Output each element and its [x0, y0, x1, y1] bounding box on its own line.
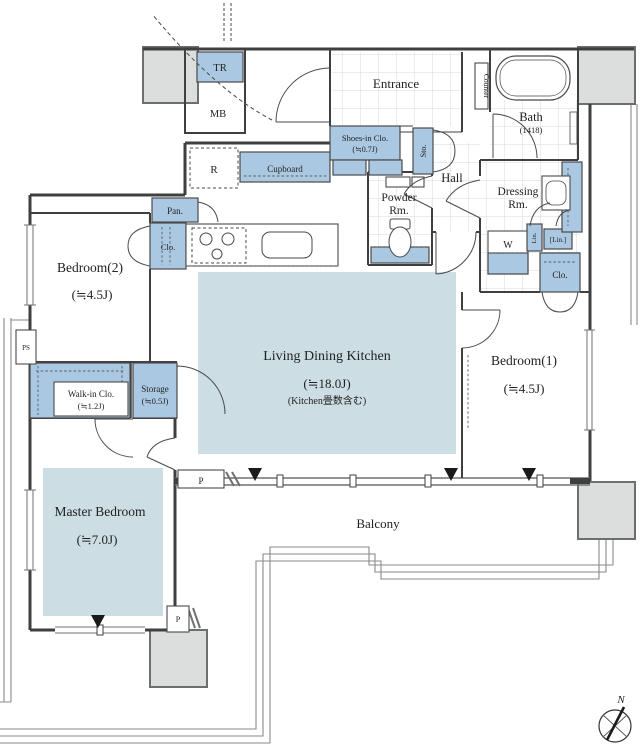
bedroom2-size: (≒4.5J): [72, 287, 113, 302]
trunk-room-box: [196, 51, 244, 83]
master-bedroom-floor-highlight: [43, 468, 163, 616]
powder-room-label-2: Rm.: [389, 205, 409, 217]
bedroom1-size: (≒4.5J): [504, 381, 545, 396]
room-highlights: [43, 272, 456, 616]
sash-direction-marker: [522, 468, 536, 481]
kitchen-sink: [261, 231, 313, 259]
door-swing-dashed: [151, 13, 273, 121]
dressing-room-label-2: Rm.: [508, 199, 528, 211]
cupboard-box: [239, 151, 331, 183]
pipe1-label: P: [198, 476, 203, 486]
bath-label: Bath: [519, 110, 543, 124]
linen2-label: [Lin.]: [550, 236, 566, 244]
master-bedroom-size: (≒7.0J): [77, 532, 118, 547]
bath-size: (1418): [520, 125, 543, 135]
ldk-size: (≒18.0J): [303, 376, 350, 391]
bedroom1-label: Bedroom(1): [491, 353, 557, 368]
pillar-top-right: [577, 46, 636, 105]
entrance-label: Entrance: [373, 76, 419, 91]
doors: [94, 3, 579, 471]
storage-size: (≒0.5J): [142, 396, 169, 406]
master-bedroom-label: Master Bedroom: [54, 504, 146, 519]
bath-fixtures: [495, 55, 578, 145]
compass: N: [598, 694, 632, 743]
compass-north-label: N: [616, 694, 625, 706]
entrance-storage-label: Sto.: [419, 145, 428, 158]
dressing-room-fixtures: [541, 175, 571, 211]
bedroom1-closet-box: [539, 252, 581, 293]
powder-room-label-1: Powder: [381, 192, 416, 204]
toilet: [388, 226, 412, 258]
storage-box: [132, 362, 178, 419]
pantry-label: Pan.: [167, 206, 183, 216]
storage-label: Storage: [141, 384, 169, 394]
ldk-label: Living Dining Kitchen: [263, 349, 391, 364]
walk-in-closet-label: Walk-in Clo.: [68, 389, 114, 399]
bedroom2-label: Bedroom(2): [57, 260, 123, 275]
labels: TR MB Entrance Shoes-in Clo. (≒0.7J) Sto…: [22, 63, 568, 624]
pillar-bottom-right: [577, 481, 636, 540]
kitchen-closet-box: [149, 222, 187, 270]
pipe1-box: [177, 469, 225, 489]
pillars: [142, 46, 636, 688]
washer-label: W: [503, 240, 513, 251]
walk-in-closet-size: (≒1.2J): [78, 401, 105, 411]
sash-direction-marker: [91, 615, 105, 628]
pillar-top-left: [142, 46, 199, 104]
pipe2-label: P: [176, 615, 181, 624]
washbasin: [541, 175, 571, 211]
compass-needle: [605, 706, 626, 741]
pipe-space-label: PS: [22, 344, 30, 352]
pantry-box: [151, 197, 199, 223]
bedroom1-closet-label: Clo.: [552, 270, 567, 280]
closets: [15, 51, 583, 633]
sash-direction-marker: [444, 468, 458, 481]
refrigerator-label: R: [210, 164, 218, 176]
shoes-in-closet-size: (≒0.7J): [352, 145, 377, 154]
pipe-space-box: [15, 329, 37, 365]
entrance-storage-box: [412, 127, 434, 175]
linen2-box: [543, 228, 573, 250]
interior-walls: [30, 48, 590, 629]
balcony-railing: [0, 104, 638, 744]
dressing-room-label-1: Dressing: [498, 186, 539, 198]
linen1-label: Lin.: [531, 232, 538, 243]
linen1-box: [526, 223, 543, 252]
shoes-in-closet-label: Shoes-in Clo.: [342, 133, 388, 143]
cupboard-label: Cupboard: [267, 164, 303, 174]
sash-direction-marker: [248, 468, 262, 481]
stove: [191, 227, 247, 264]
trunk-room-label: TR: [213, 63, 226, 74]
kitchen-closet-label: Clo.: [161, 242, 175, 252]
meter-box-label: MB: [210, 109, 226, 120]
powder-room-fixtures: [370, 176, 430, 264]
bathtub: [495, 55, 571, 101]
kitchen-fixtures: [185, 223, 339, 267]
ldk-note: (Kitchen畳数含む): [288, 394, 366, 407]
kitchen-counter: [185, 223, 339, 267]
pipe2-box: [166, 605, 190, 633]
counter-box: [474, 62, 489, 110]
hall-label: Hall: [441, 171, 463, 185]
refrigerator-space: [189, 147, 239, 189]
balcony-label: Balcony: [356, 516, 400, 531]
pillar-bottom-left: [149, 629, 208, 688]
counter-label: Counter: [482, 74, 491, 99]
shoes-in-closet-box: [329, 125, 401, 161]
ldk-floor-highlight: [198, 272, 456, 454]
